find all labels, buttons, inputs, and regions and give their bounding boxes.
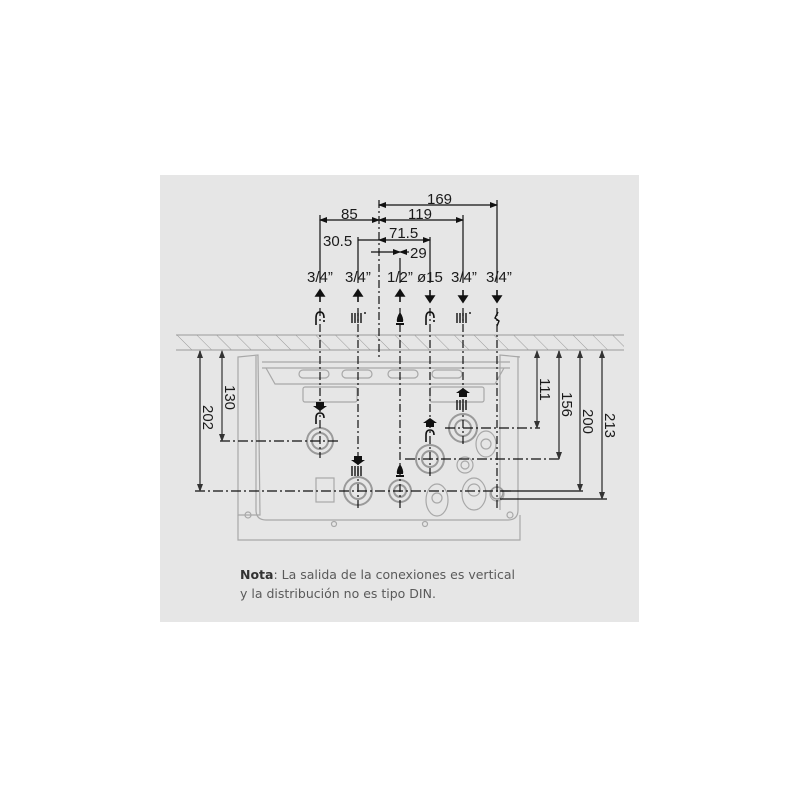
dim-85: 85 — [341, 206, 358, 223]
connection-size-4: ø15 — [417, 269, 443, 286]
arrow-down-marker-icon — [351, 456, 365, 465]
arrow-up-marker-icon — [456, 388, 470, 397]
dim-169: 169 — [427, 191, 452, 208]
dim-29: 29 — [410, 245, 427, 262]
radiator-icon — [351, 312, 366, 323]
note-text: Nota: La salida de la conexiones es vert… — [240, 565, 560, 603]
dim-130: 130 — [221, 385, 238, 410]
note-line-2: y la distribución no es tipo DIN. — [240, 586, 436, 601]
connection-size-6: 3/4” — [486, 269, 512, 286]
arrow-down-marker-icon — [313, 402, 327, 411]
arrow-up-marker-icon — [423, 418, 437, 427]
drain-icon — [494, 311, 500, 327]
radiator-icon — [351, 466, 362, 476]
dim-200: 200 — [579, 409, 596, 434]
horizontal-dimensions — [319, 200, 498, 283]
arrow-up-icon — [314, 288, 326, 302]
note-label: Nota — [240, 567, 274, 582]
dim-119: 119 — [408, 206, 432, 223]
hot-water-tap-icon — [315, 311, 325, 325]
arrow-down-icon — [457, 290, 469, 304]
vertical-dimensions-right — [534, 350, 605, 500]
connection-size-1: 3/4” — [307, 269, 333, 286]
gas-flame-icon — [396, 464, 404, 477]
connection-size-3: 1/2” — [387, 269, 413, 286]
dim-30-5: 30.5 — [323, 233, 352, 250]
cold-water-tap-icon — [425, 429, 435, 442]
flow-arrows — [314, 288, 503, 304]
dim-202: 202 — [199, 405, 216, 430]
connection-size-2: 3/4” — [345, 269, 371, 286]
dim-213: 213 — [601, 413, 618, 438]
dim-111: 111 — [536, 378, 553, 401]
center-lines-horizontal — [195, 427, 607, 500]
connection-size-5: 3/4” — [451, 269, 477, 286]
radiator-icon — [456, 312, 471, 323]
arrow-down-icon — [424, 290, 436, 304]
boiler-outline — [237, 354, 521, 541]
arrow-up-icon — [352, 288, 364, 302]
arrow-down-icon — [491, 290, 503, 304]
dim-71-5: 71.5 — [389, 225, 418, 242]
vertical-dimensions-left — [197, 350, 225, 492]
hot-water-tap-icon — [315, 412, 325, 424]
dim-156: 156 — [558, 392, 575, 417]
cold-water-tap-icon — [425, 311, 435, 325]
arrow-up-icon — [394, 288, 406, 302]
gas-flame-icon — [396, 312, 404, 325]
note-line-1: : La salida de la conexiones es vertical — [273, 567, 515, 582]
radiator-icon — [456, 400, 467, 410]
